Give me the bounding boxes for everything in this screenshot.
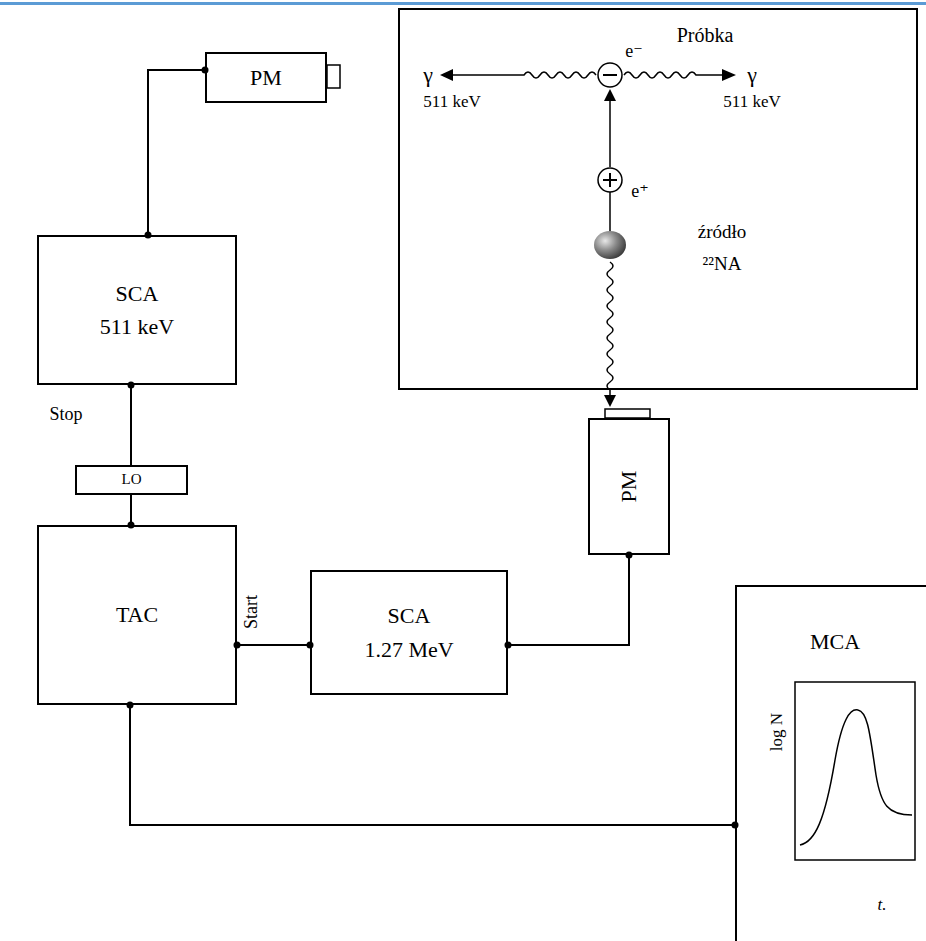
- junction-dot: [128, 382, 135, 389]
- annotation: 511 keV: [723, 93, 780, 112]
- box-label: TAC: [116, 602, 158, 627]
- pm-window: [605, 409, 650, 418]
- discriminator-box: SCA 1.27 MeV: [310, 570, 508, 695]
- signal-wire: [127, 702, 739, 829]
- electron-symbol: [598, 63, 622, 87]
- positron-symbol: [598, 168, 622, 192]
- converter-box: TAC: [37, 525, 237, 705]
- junction-dot: [127, 702, 134, 709]
- signal-wire: [145, 67, 209, 239]
- junction-dot: [626, 552, 633, 559]
- annotation: γ: [747, 63, 757, 87]
- minus-sign: [603, 74, 617, 76]
- source-ball: [594, 231, 626, 259]
- photomultiplier: PM: [588, 418, 670, 555]
- box-label: PM: [250, 65, 282, 90]
- arrow-head: [440, 69, 453, 81]
- box-label: Próbka: [677, 24, 734, 47]
- box-label: LO: [122, 471, 142, 488]
- annotation: log N: [768, 713, 787, 751]
- annotation: ²²NA: [703, 254, 742, 275]
- wire-path: [130, 385, 132, 465]
- annotation: t.: [878, 896, 887, 915]
- junction-dot: [234, 642, 241, 649]
- gamma-wave: [453, 72, 596, 78]
- header-rule: [0, 2, 926, 5]
- box-label: SCA: [116, 281, 159, 306]
- annotation: e⁺: [631, 182, 649, 202]
- wire-path: [508, 555, 629, 645]
- signal-label: Start: [242, 593, 262, 631]
- positron-track: [609, 100, 611, 167]
- wire-path: [130, 705, 735, 825]
- junction-dot: [505, 642, 512, 649]
- photomultiplier: PM: [205, 52, 327, 103]
- wire-path: [130, 495, 132, 525]
- signal-label: Stop: [47, 405, 84, 425]
- wire-path: [237, 644, 310, 646]
- annotation: 511 keV: [423, 93, 480, 112]
- sample-box: Próbka: [398, 8, 918, 390]
- gamma-wave: [607, 262, 613, 396]
- box-label: MCA: [810, 629, 860, 654]
- spectrum-curve: [800, 710, 912, 845]
- plot-frame: [795, 682, 915, 860]
- box-label: 511 keV: [100, 314, 174, 339]
- box-label: 1.27 MeV: [364, 637, 453, 662]
- signal-wire: [128, 382, 135, 466]
- gamma-wave: [624, 72, 722, 78]
- box-label: SCA: [388, 603, 431, 628]
- pm-window: [327, 65, 340, 88]
- plus-sign: [609, 173, 611, 187]
- delay-box: LO: [75, 465, 188, 495]
- positron-track: [609, 192, 611, 231]
- annotation: źródło: [698, 222, 747, 243]
- arrow-head: [722, 69, 736, 81]
- arrow-head: [604, 89, 616, 101]
- discriminator-box: SCA 511 keV: [37, 235, 237, 385]
- annotation: e⁻: [625, 42, 643, 62]
- arrow-head: [604, 395, 616, 407]
- signal-wire: [234, 642, 314, 649]
- wire-path: [148, 70, 205, 235]
- box-label: PM: [616, 471, 641, 503]
- signal-wire: [128, 495, 135, 529]
- signal-wire: [505, 552, 633, 649]
- annotation: γ: [423, 63, 433, 87]
- analyzer-box: MCA: [735, 585, 926, 941]
